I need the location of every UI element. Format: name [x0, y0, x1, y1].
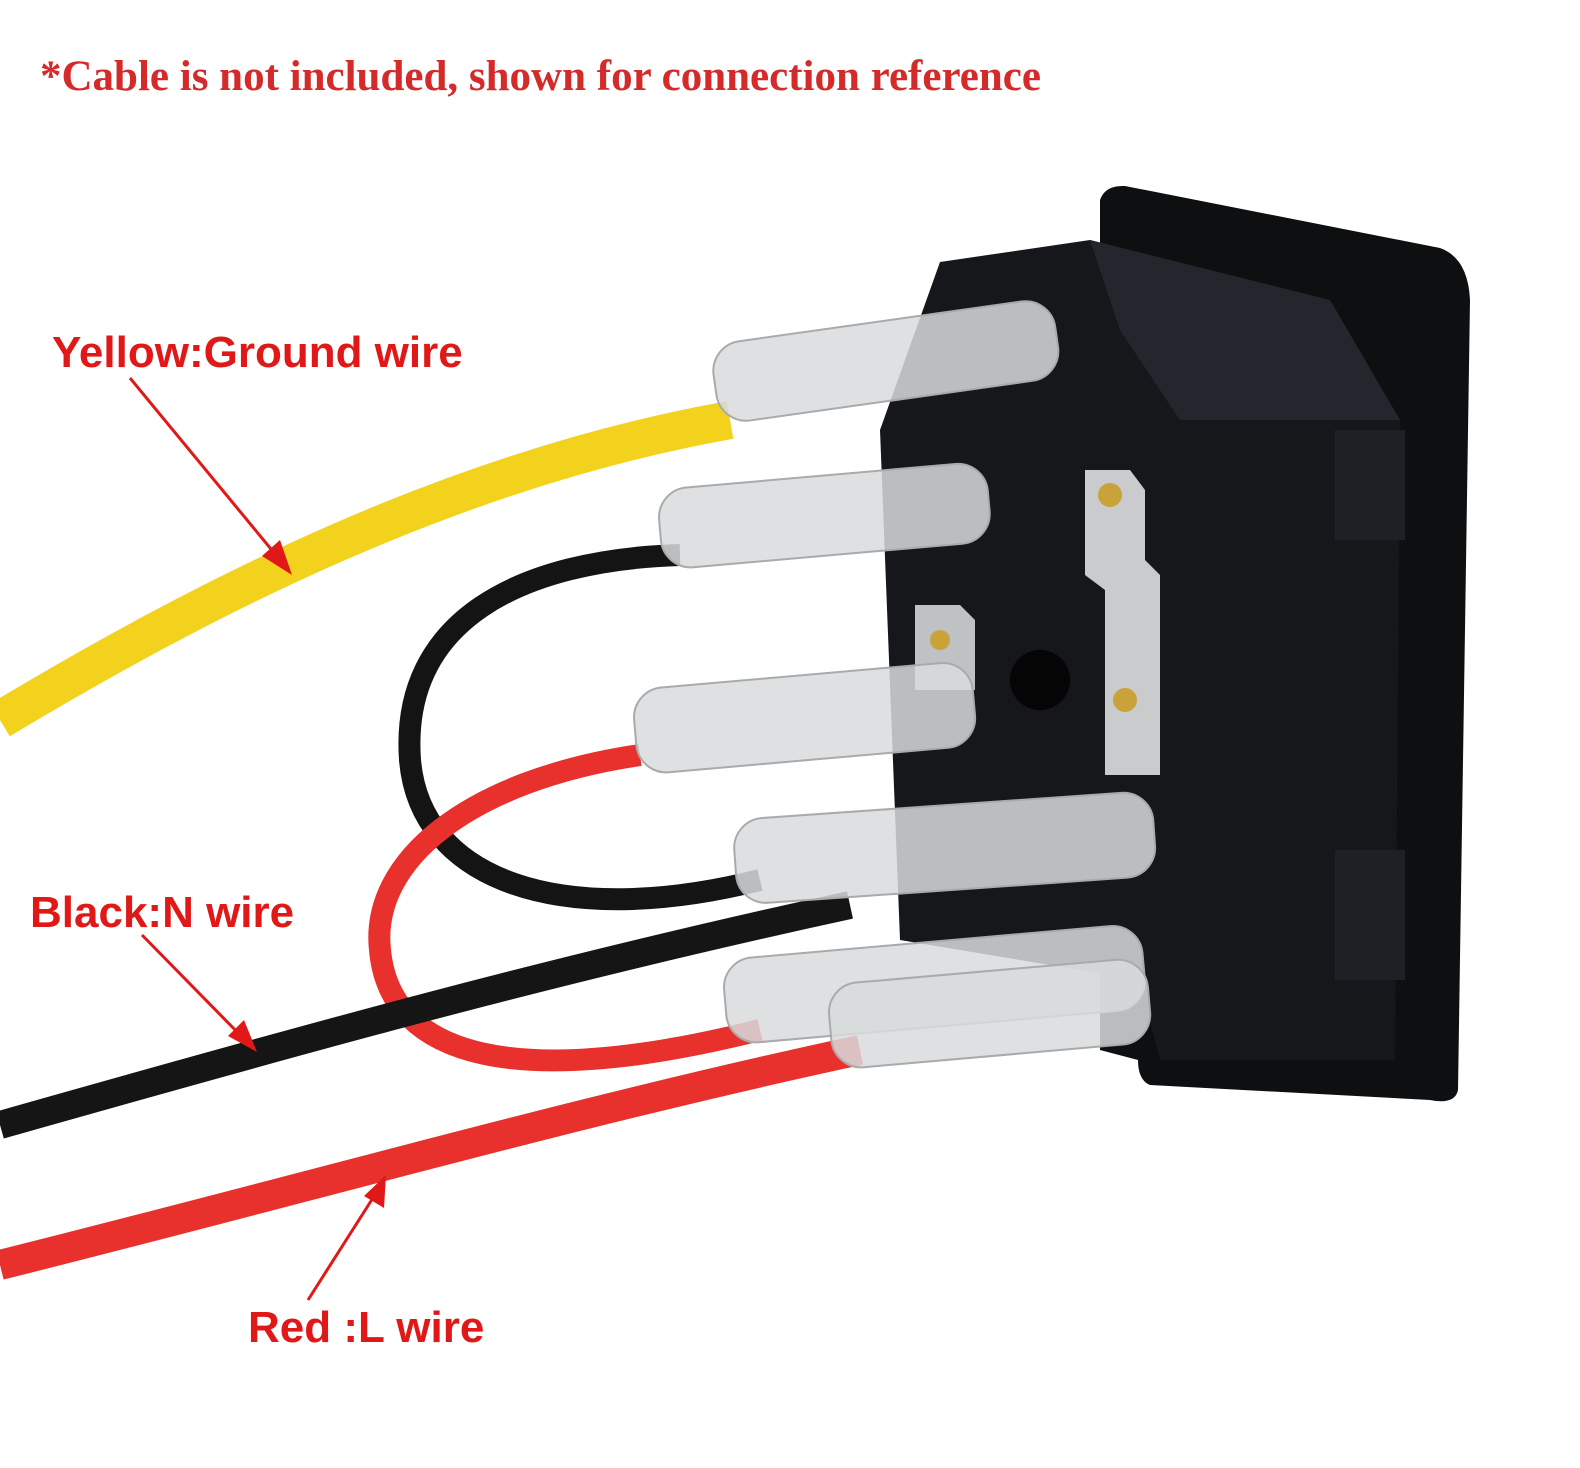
red-wire-loop [368, 744, 763, 1072]
live-wire-label: Red :L wire [248, 1303, 485, 1352]
neutral-arrow [140, 933, 247, 1042]
metal-bracket [1085, 470, 1160, 775]
yellow-wire [0, 401, 734, 737]
arrowhead-icon [262, 540, 292, 575]
ground-wire-label: Yellow:Ground wire [52, 328, 463, 377]
cable-notice: *Cable is not included, shown for connec… [40, 53, 1041, 100]
screw [1113, 688, 1137, 712]
socket-top-face [1090, 240, 1400, 420]
neutral-wire-label: Black:N wire [30, 888, 295, 937]
terminal-sleeve [658, 462, 991, 569]
terminal-sleeve [828, 958, 1152, 1069]
live-arrow [306, 1189, 380, 1301]
ground-arrow [128, 377, 282, 561]
screw [1098, 483, 1122, 507]
arrowhead-icon [228, 1020, 257, 1052]
socket-side-slot [1335, 850, 1405, 980]
screw [930, 630, 950, 650]
socket-hole [1010, 650, 1070, 710]
terminal-sleeve [733, 791, 1157, 904]
black-wire-loop [398, 544, 763, 911]
socket-side-slot [1335, 430, 1405, 540]
terminal-sleeve [712, 300, 1060, 422]
black-wire [0, 891, 853, 1139]
arrowhead-icon [364, 1175, 386, 1208]
red-wire [0, 1035, 864, 1280]
terminal-sleeve [633, 662, 977, 774]
